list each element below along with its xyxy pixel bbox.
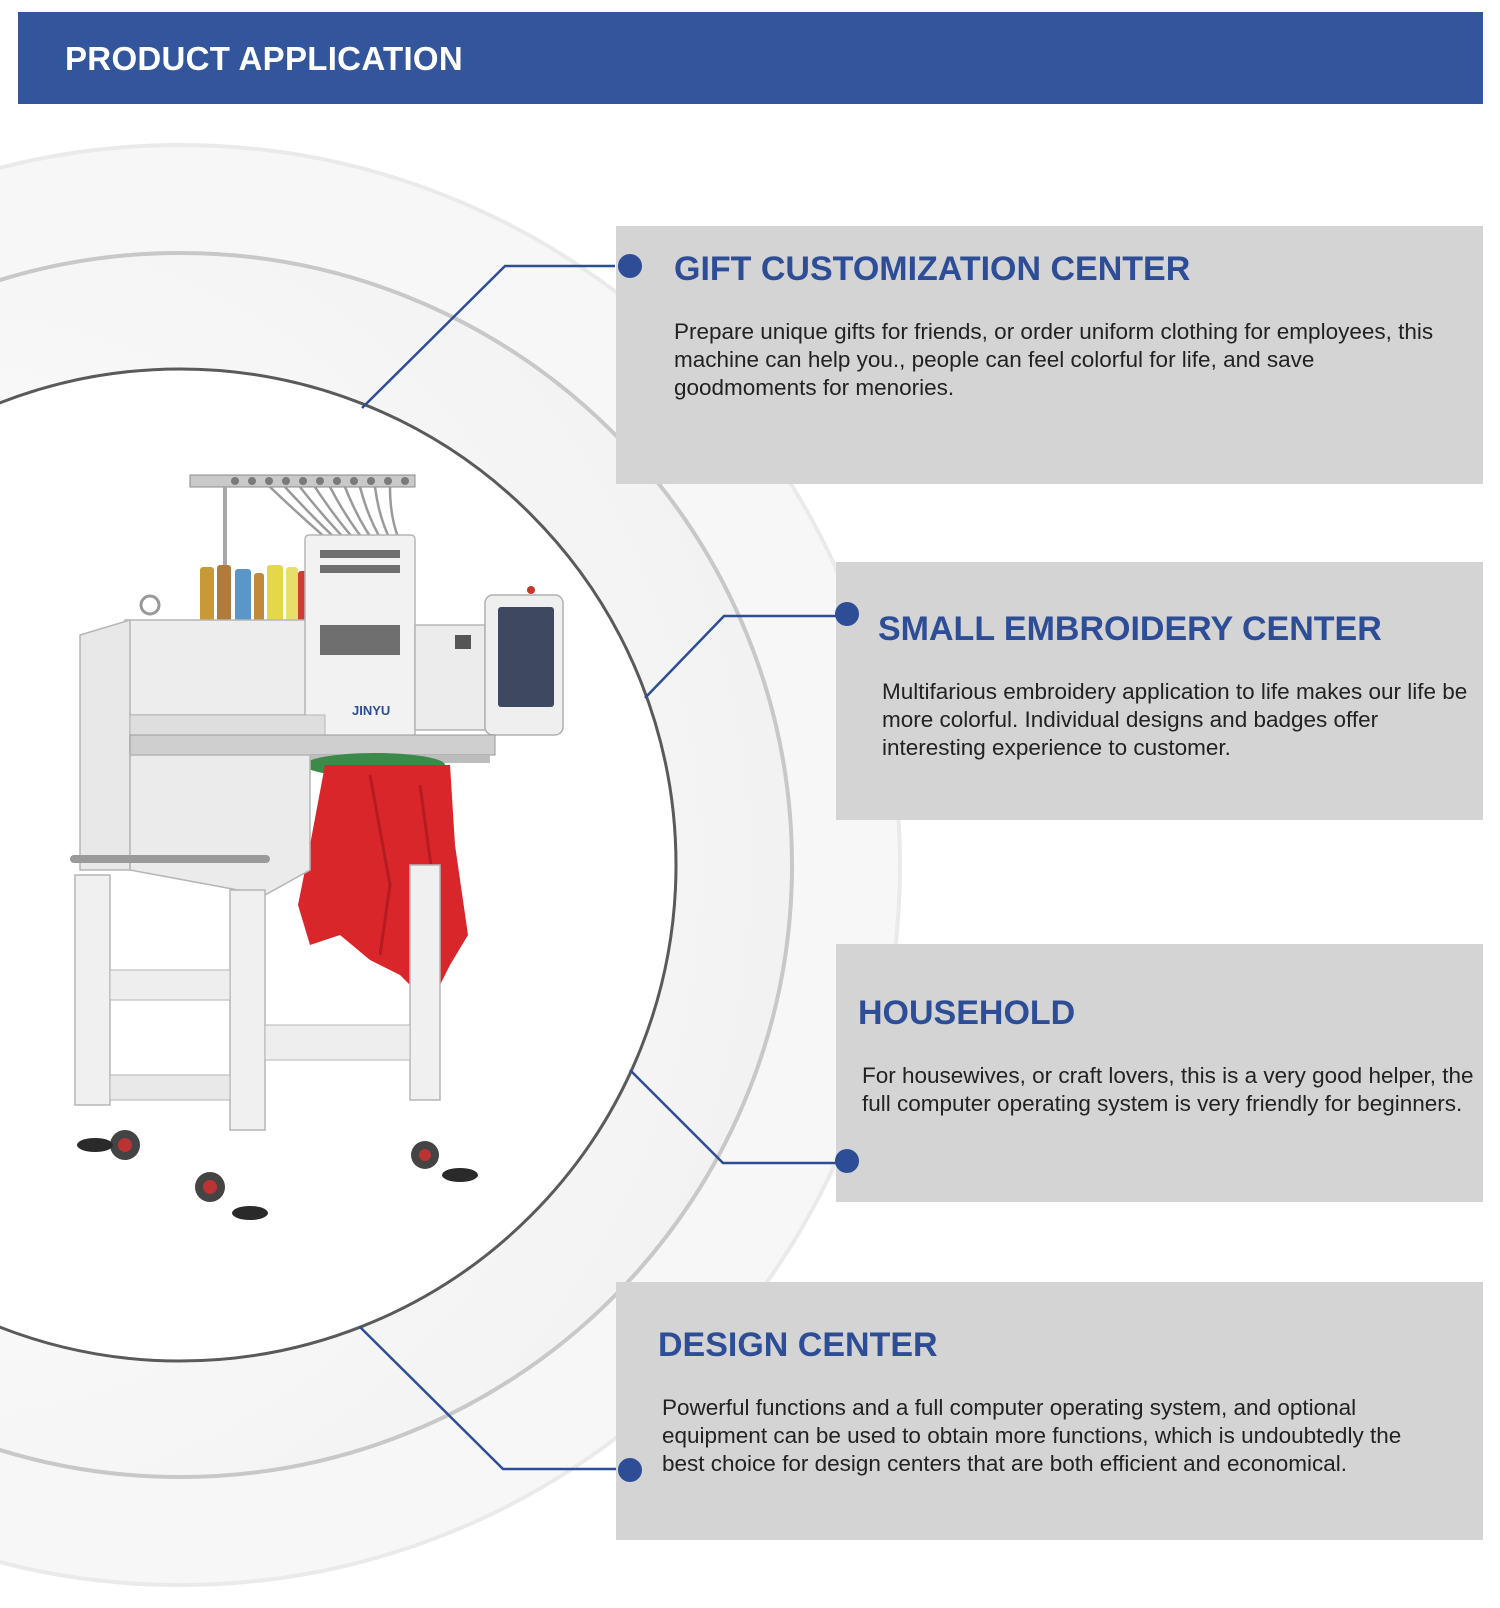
connector-line-3 (629, 1069, 843, 1165)
card-title: GIFT CUSTOMIZATION CENTER (674, 250, 1191, 288)
card-title: HOUSEHOLD (858, 994, 1076, 1032)
card-description: Powerful functions and a full computer o… (662, 1395, 1402, 1476)
embroidery-machine-image: JINYU (70, 474, 564, 1220)
card-household: HOUSEHOLD For housewives, or craft lover… (836, 944, 1483, 1202)
card-description: Prepare unique gifts for friends, or ord… (674, 319, 1434, 400)
card-description: Multifarious embroidery application to l… (882, 679, 1468, 760)
card-description: For housewives, or craft lovers, this is… (862, 1063, 1474, 1116)
card-title: SMALL EMBROIDERY CENTER (878, 610, 1382, 648)
machine-brand-label: JINYU (352, 703, 390, 718)
card-title: DESIGN CENTER (658, 1326, 938, 1364)
section-header: PRODUCT APPLICATION (18, 12, 1483, 104)
card-small-embroidery: SMALL EMBROIDERY CENTER Multifarious emb… (836, 562, 1483, 820)
connector-line-2 (644, 614, 843, 699)
card-gift-customization: GIFT CUSTOMIZATION CENTER Prepare unique… (616, 226, 1483, 484)
connector-line-1 (361, 264, 615, 409)
section-title: PRODUCT APPLICATION (65, 40, 464, 77)
connector-line-4 (359, 1326, 630, 1471)
card-design-center: DESIGN CENTER Powerful functions and a f… (616, 1282, 1483, 1540)
